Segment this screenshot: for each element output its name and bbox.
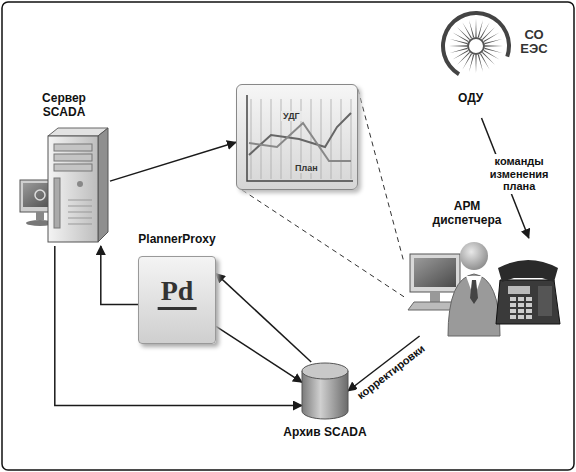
operator-workstation-drawing: [404, 238, 560, 336]
archive-cylinder-drawing: [302, 362, 348, 420]
edge-label: команды изменения плана: [481, 154, 557, 194]
operator-workstation: АРМ диспетчера: [404, 238, 560, 336]
plannerproxy-box: PlannerProxyPd: [138, 256, 216, 344]
archive-label: Архив SCADA: [283, 426, 366, 440]
chart-box: УДГ План: [236, 84, 358, 190]
workstation-label: АРМ диспетчера: [426, 200, 508, 228]
organization-unit: ОДУ: [458, 92, 483, 106]
flow-arrow: [110, 142, 236, 181]
chart-series-label: УДГ: [281, 111, 302, 121]
flow-arrow: [55, 246, 302, 406]
chart-series-label: План: [293, 163, 320, 173]
archive-cylinder: Архив SCADA: [302, 362, 348, 420]
product-logo: Pd: [158, 277, 197, 310]
flow-arrow: [101, 246, 138, 304]
flow-arrow: [216, 326, 302, 382]
server-label: Сервер SCADA: [29, 92, 99, 120]
projection-line: [358, 89, 404, 262]
server-icon-drawing: [18, 128, 110, 246]
projection-line: [242, 190, 404, 297]
organization-name: СО ЕЭС: [516, 28, 552, 57]
flow-arrow: [216, 274, 311, 362]
plannerproxy-label: PlannerProxy: [138, 233, 215, 247]
server-icon: Сервер SCADA: [18, 128, 110, 246]
so-ees-logo: СО ЕЭС ОДУ: [436, 6, 566, 118]
chart-box-drawing: [237, 85, 357, 189]
so-ees-logo-drawing: [436, 6, 566, 118]
